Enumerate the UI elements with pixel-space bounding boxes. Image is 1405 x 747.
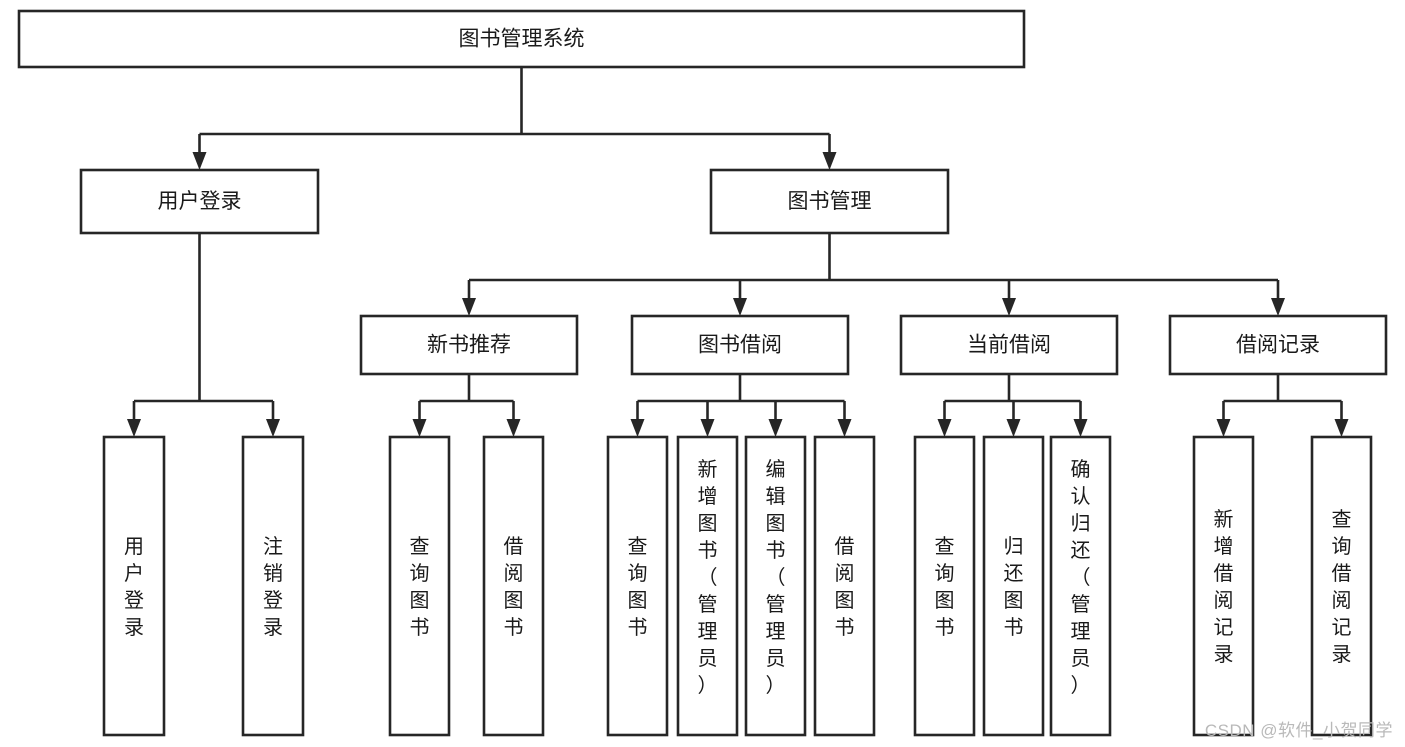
node-label: 查询图书 [628, 535, 648, 639]
node-layer: 图书管理系统用户登录图书管理新书推荐图书借阅当前借阅借阅记录用户登录注销登录查询… [17, 9, 1388, 737]
node-label: 查询图书 [935, 535, 955, 639]
node-box[interactable] [482, 435, 545, 737]
node-label: 新书推荐 [427, 334, 511, 357]
node-box[interactable] [17, 9, 1026, 69]
node-leaf-query-book-1[interactable]: 查询图书 [388, 435, 451, 737]
node-box[interactable] [899, 314, 1119, 376]
node-box[interactable] [606, 435, 669, 737]
node-book-borrow[interactable]: 图书借阅 [630, 314, 850, 376]
node-box[interactable] [388, 435, 451, 737]
node-box[interactable] [1192, 435, 1255, 737]
node-leaf-edit-book[interactable]: 编辑图书（管理员） [744, 435, 807, 737]
node-box[interactable] [813, 435, 876, 737]
arrow-head-icon [733, 298, 747, 316]
arrow-head-icon [1073, 419, 1088, 437]
connector-layer [127, 67, 1349, 437]
arrow-head-icon [630, 419, 645, 437]
node-label: 编辑图书（管理员） [766, 458, 786, 697]
node-label: 借阅记录 [1236, 334, 1320, 357]
node-new-book-rec[interactable]: 新书推荐 [359, 314, 579, 376]
node-box[interactable] [102, 435, 166, 737]
arrow-head-icon [822, 152, 837, 170]
node-label: 查询图书 [410, 535, 430, 639]
node-box[interactable] [241, 435, 305, 737]
node-label: 用户登录 [124, 536, 144, 639]
node-label: 确认归还（管理员） [1071, 458, 1091, 697]
node-leaf-return-book[interactable]: 归还图书 [982, 435, 1045, 737]
node-label: 查询借阅记录 [1332, 508, 1352, 666]
node-label: 归还图书 [1004, 535, 1024, 639]
node-label: 图书管理 [788, 190, 872, 213]
node-leaf-query-book-2[interactable]: 查询图书 [606, 435, 669, 737]
node-box[interactable] [744, 435, 807, 737]
node-label: 图书借阅 [698, 334, 782, 357]
arrow-head-icon [1002, 298, 1016, 316]
node-box[interactable] [1310, 435, 1373, 737]
arrow-head-icon [700, 419, 715, 437]
node-label: 新增借阅记录 [1214, 508, 1234, 666]
arrow-head-icon [1271, 298, 1285, 316]
arrow-head-icon [462, 298, 476, 316]
node-leaf-borrow-book-2[interactable]: 借阅图书 [813, 435, 876, 737]
node-box[interactable] [676, 435, 739, 737]
arrow-head-icon [1006, 419, 1021, 437]
node-box[interactable] [1049, 435, 1112, 737]
node-label: 借阅图书 [504, 535, 524, 639]
node-borrow-record[interactable]: 借阅记录 [1168, 314, 1388, 376]
arrow-head-icon [937, 419, 952, 437]
node-leaf-add-book[interactable]: 新增图书（管理员） [676, 435, 739, 737]
arrow-head-icon [266, 419, 280, 437]
node-leaf-confirm-return[interactable]: 确认归还（管理员） [1049, 435, 1112, 737]
node-box[interactable] [1168, 314, 1388, 376]
node-label: 新增图书（管理员） [698, 458, 718, 697]
arrow-head-icon [192, 152, 207, 170]
node-label: 注销登录 [263, 535, 283, 639]
arrow-head-icon [837, 419, 852, 437]
arrow-head-icon [127, 419, 141, 437]
node-label: 图书管理系统 [459, 28, 585, 51]
node-leaf-add-record[interactable]: 新增借阅记录 [1192, 435, 1255, 737]
arrow-head-icon [506, 419, 521, 437]
node-box[interactable] [359, 314, 579, 376]
arrow-head-icon [768, 419, 783, 437]
node-label: 借阅图书 [835, 535, 855, 639]
node-leaf-query-book-3[interactable]: 查询图书 [913, 435, 976, 737]
node-book-manage[interactable]: 图书管理 [709, 168, 950, 235]
node-root[interactable]: 图书管理系统 [17, 9, 1026, 69]
node-box[interactable] [630, 314, 850, 376]
node-label: 当前借阅 [967, 334, 1051, 357]
node-box[interactable] [79, 168, 320, 235]
node-label: 用户登录 [158, 190, 242, 213]
arrow-head-icon [1334, 419, 1349, 437]
node-leaf-user-login[interactable]: 用户登录 [102, 435, 166, 737]
node-leaf-borrow-book-1[interactable]: 借阅图书 [482, 435, 545, 737]
node-box[interactable] [709, 168, 950, 235]
node-leaf-query-record[interactable]: 查询借阅记录 [1310, 435, 1373, 737]
node-current-borrow[interactable]: 当前借阅 [899, 314, 1119, 376]
node-user-login[interactable]: 用户登录 [79, 168, 320, 235]
node-box[interactable] [982, 435, 1045, 737]
node-leaf-user-logout[interactable]: 注销登录 [241, 435, 305, 737]
arrow-head-icon [1216, 419, 1231, 437]
node-box[interactable] [913, 435, 976, 737]
watermark-text: CSDN @软件_小贺同学 [1204, 721, 1393, 740]
arrow-head-icon [412, 419, 427, 437]
